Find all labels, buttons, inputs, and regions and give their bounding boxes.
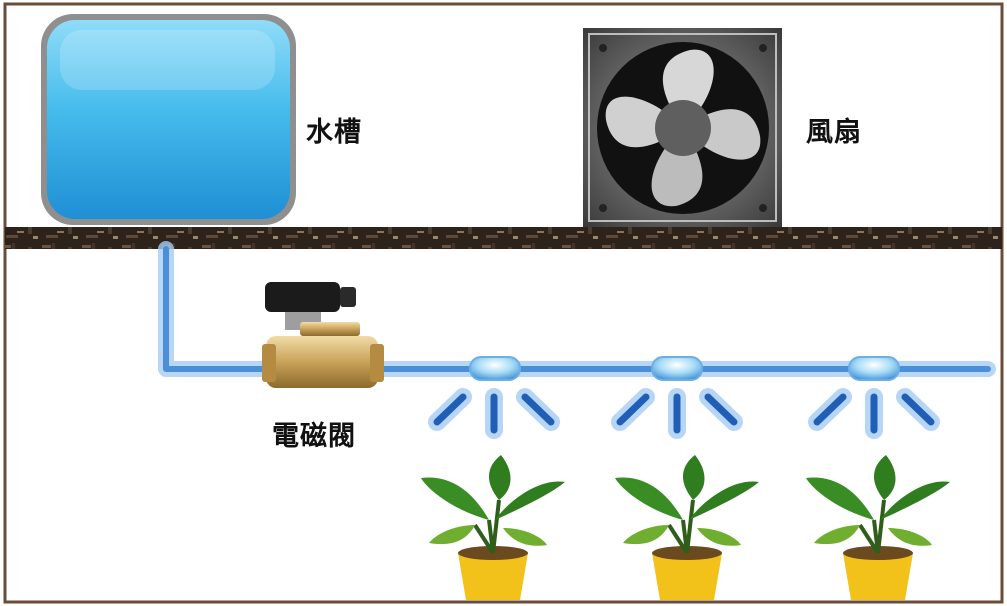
water-tank-icon bbox=[41, 14, 296, 225]
solenoid-valve-label: 電磁閥 bbox=[272, 421, 356, 452]
solenoid-valve-icon bbox=[262, 282, 384, 388]
fan-label: 風扇 bbox=[806, 117, 862, 148]
ceiling-band bbox=[5, 227, 1002, 249]
water-spray bbox=[428, 388, 940, 439]
mist-nozzle-icon bbox=[469, 356, 900, 381]
water-pipe bbox=[158, 241, 996, 377]
exhaust-fan-icon bbox=[583, 28, 782, 227]
water-tank-label: 水槽 bbox=[306, 117, 362, 148]
potted-plant-icon bbox=[421, 455, 950, 600]
